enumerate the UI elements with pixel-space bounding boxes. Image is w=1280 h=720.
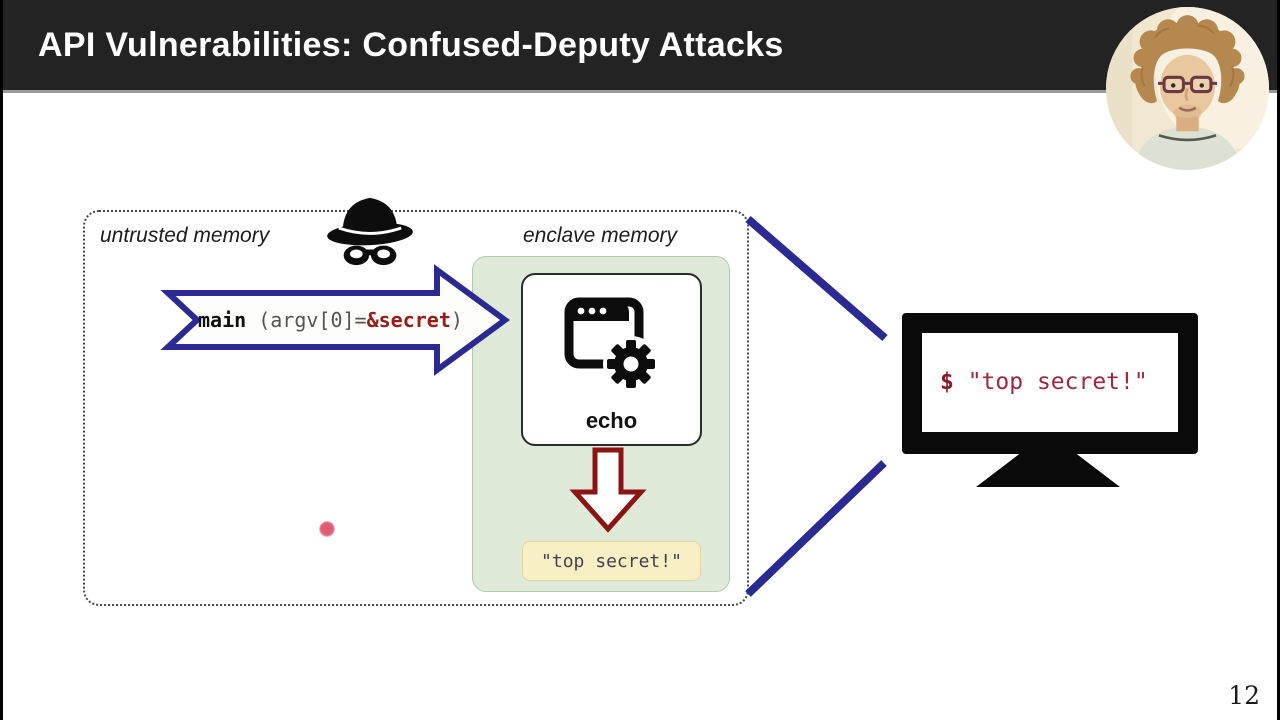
projection-line-bottom [745, 460, 887, 597]
terminal-output-line: $ "top secret!" [940, 368, 1148, 394]
monitor-stand [976, 453, 1120, 487]
page-number: 12 [1228, 681, 1260, 710]
secret-value-box: "top secret!" [522, 541, 701, 581]
monitor-icon: $ "top secret!" [902, 313, 1198, 454]
untrusted-memory-region [83, 210, 749, 606]
echo-app-label: echo [585, 408, 638, 433]
echo-app-box: echo [521, 273, 702, 446]
call-args-open: (argv[0]= [246, 308, 367, 332]
presenter-avatar-icon [1106, 7, 1269, 170]
slide-left-edge [0, 0, 3, 720]
slide-header: API Vulnerabilities: Confused-Deputy Att… [0, 0, 1280, 93]
call-fn: main [198, 308, 247, 332]
slide-title: API Vulnerabilities: Confused-Deputy Att… [38, 26, 784, 64]
secret-value-text: "top secret!" [541, 550, 682, 572]
laser-pointer-dot [319, 521, 335, 537]
call-args-close: ) [450, 308, 463, 332]
terminal-prompt: $ [940, 368, 954, 395]
slide-right-edge [1277, 0, 1280, 720]
spy-hat-mask-icon [327, 197, 413, 266]
call-secret-ref: &secret [366, 308, 451, 332]
app-window-gear-icon [564, 297, 659, 392]
call-arrow-text: main (argv[0]=&secret) [198, 308, 463, 332]
terminal-output: "top secret!" [953, 368, 1148, 395]
presenter-webcam [1106, 7, 1269, 170]
untrusted-memory-label: untrusted memory [100, 224, 270, 247]
enclave-memory-label: enclave memory [522, 224, 678, 247]
projection-line-top [745, 215, 888, 342]
